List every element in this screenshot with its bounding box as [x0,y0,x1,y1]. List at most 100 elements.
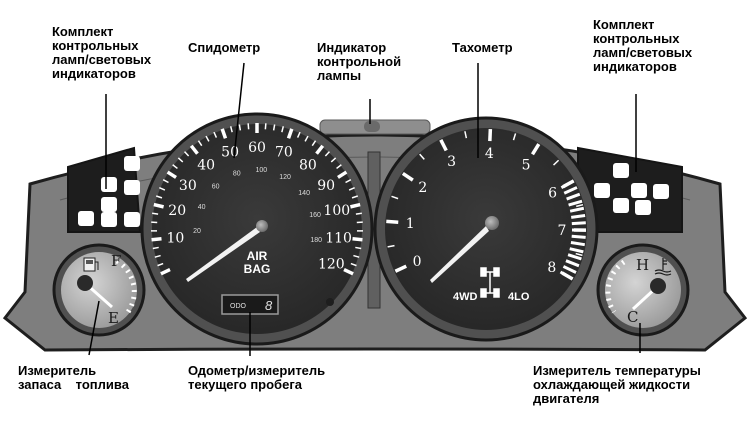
speedometer-mph-labels: 10 20 30 40 50 60 70 80 90 100 110 120 [167,140,352,273]
tachometer-labels: 0 1 2 3 4 5 6 7 8 [406,146,567,276]
tachometer: 0 1 2 3 4 5 6 7 8 4WD 4LO [373,116,599,342]
speedometer-minor-tick [336,164,342,170]
redline-tick [570,240,585,247]
fuel-gauge-hub [77,275,93,291]
temperature-gauge-hub [650,278,666,294]
speedometer-minor-tick [162,179,169,184]
speedometer-minor-tick [156,195,163,199]
redline-tick [571,213,586,219]
callout-line: двигателя [533,391,600,406]
speedometer-hub [256,220,268,232]
temperature-gauge: H C [596,243,690,337]
kmh-label: 180 [310,237,322,244]
leader-lines [88,62,641,356]
kmh-label: 120 [279,174,291,181]
tachometer-minor-tick [419,153,425,160]
speedometer-minor-tick [157,262,164,267]
kmh-label: 140 [298,190,310,197]
speedometer-major-tick [337,170,348,179]
tachometer-minor-tick [464,131,468,139]
tachometer-minor-tick [391,195,399,200]
callout-line: ламп/световых [52,52,152,67]
mph-label: 120 [318,257,345,273]
callout-line: Одометр/измеритель [188,363,326,378]
speedometer-minor-tick [247,123,250,130]
callout-line: Тахометр [452,40,513,55]
four-lo-label: 4LO [508,291,530,303]
speedometer-major-tick [160,267,171,276]
speedometer-needle [186,227,260,282]
warning-lights-right [577,146,683,233]
callout-temperature-gauge: Измеритель температуры охлаждающей жидко… [533,364,701,406]
speedometer-minor-tick [238,124,242,131]
speedometer-minor-tick [183,151,190,157]
mph-label: 100 [323,203,350,219]
speedometer-major-tick [286,128,294,139]
tachometer-major-tick [439,139,448,152]
callout-speedometer: Спидометр [188,41,260,55]
odometer-digit: 8 [265,298,273,313]
callout-warning-lights-right: Комплект контрольных ламп/световых индик… [593,18,692,74]
redline-zone [559,179,587,281]
rpm-label: 8 [547,260,556,276]
speedometer-major-tick [151,237,162,242]
callout-line: запаса топлива [18,377,129,392]
redline-tick [562,265,577,274]
redline-tick [567,253,582,261]
mph-label: 90 [317,178,335,194]
speedometer-minor-tick [281,126,285,133]
mph-label: 50 [221,145,239,161]
callout-line: Измеритель температуры [533,363,701,378]
kmh-label: 40 [198,204,206,211]
speedometer-minor-tick [311,140,317,147]
callout-warning-lamp: Индикатор контрольной лампы [317,41,401,83]
speedometer-major-tick [343,267,354,276]
kmh-label: 160 [309,212,321,219]
speedometer-major-tick [153,202,164,209]
mph-label: 70 [275,145,293,161]
callout-tachometer: Тахометр [452,41,513,55]
speedometer-major-tick [350,202,361,209]
rpm-label: 2 [418,180,427,196]
callout-line: контрольных [52,38,139,53]
speedometer-kmh-labels: 20 40 60 80 100 120 140 160 180 [193,167,322,244]
callout-line: индикаторов [593,59,677,74]
mph-label: 110 [325,230,352,246]
tachometer-major-tick [530,143,541,156]
tachometer-minor-tick [576,203,584,208]
kmh-label: 20 [193,228,201,235]
speedometer-minor-tick [177,157,184,163]
speedometer-minor-tick [159,187,166,191]
callout-line: текущего пробега [188,377,302,392]
mph-label: 60 [248,140,266,156]
rpm-label: 3 [447,154,456,170]
redline-tick [560,179,575,189]
speedometer-minor-tick [355,246,362,250]
coolant-thermometer-icon [654,258,672,276]
callout-line: Комплект [593,17,655,32]
speedometer-minor-tick [304,135,309,142]
callout-warning-lights-left: Комплект контрольных ламп/световых индик… [52,25,151,81]
mph-label: 30 [179,178,197,194]
callout-odometer: Одометр/измеритель текущего пробега [188,364,325,392]
speedometer: 10 20 30 40 50 60 70 80 90 100 110 120 2… [140,112,374,346]
speedometer-ticks [151,123,363,276]
redline-tick [569,247,584,254]
redline-tick [571,234,586,239]
speedometer-minor-tick [197,140,203,147]
speedometer-minor-tick [152,246,159,250]
redline-tick [571,221,586,226]
tachometer-hub [485,216,499,230]
callout-line: ламп/световых [593,45,693,60]
tachometer-major-tick [488,129,493,142]
redline-tick [559,270,574,281]
warning-lamp [364,121,380,132]
airbag-label-bottom: BAG [244,262,271,276]
mph-label: 40 [197,158,215,174]
speedometer-minor-tick [152,212,159,215]
rpm-label: 7 [558,223,567,239]
callout-line: контрольных [593,31,680,46]
fuel-pump-icon [83,257,99,272]
fuel-gauge: F E [52,243,146,337]
